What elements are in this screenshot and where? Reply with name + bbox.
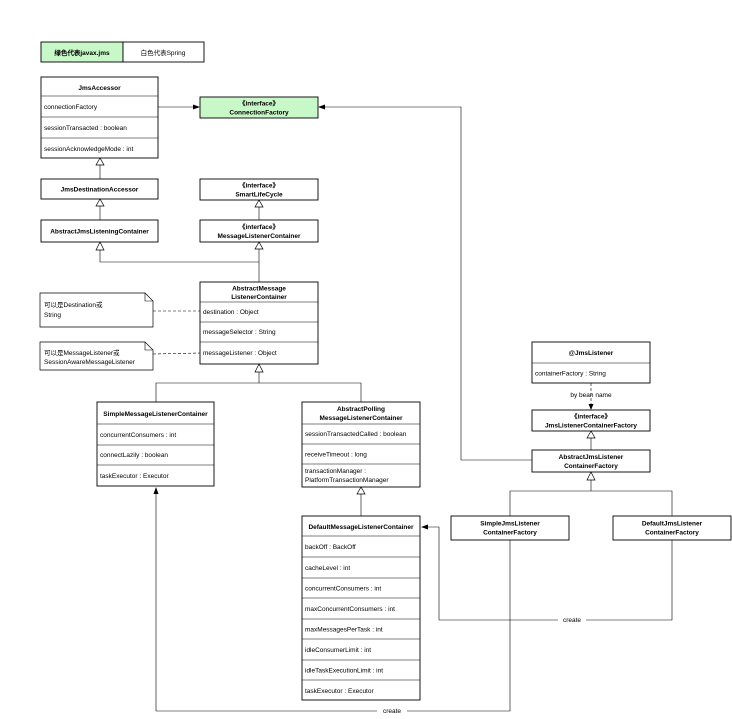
field-session-transacted: sessionTransacted : boolean (44, 125, 127, 132)
association-factory-connection-factory (324, 106, 540, 461)
field-transaction-manager-line-2: PlatformTransactionManager (305, 477, 389, 484)
inheritance-triangle-jms-accessor (95, 157, 105, 166)
note-line-1: 可以是Destination或 (44, 300, 103, 309)
class-jms-listener-container-factory[interactable]: 《interface》 JmsListenerContainerFactory (531, 409, 651, 432)
arrowhead-connection-factory (193, 104, 200, 110)
field-idle-task-execution-limit: idleTaskExecutionLimit : int (305, 668, 383, 675)
field-message-selector: messageSelector : String (203, 329, 276, 336)
class-title-line-2: ContainerFactory (564, 463, 618, 470)
label-by-bean-name: by bean name (570, 392, 612, 399)
class-title-line-1: AbstractMessage (232, 286, 286, 293)
field-session-transacted-called: sessionTransactedCalled : boolean (305, 431, 407, 438)
class-title-line-2: ContainerFactory (483, 530, 537, 537)
note-destination: 可以是Destination或 String (39, 292, 154, 328)
field-max-concurrent-consumers: maxConcurrentConsumers : int (305, 606, 395, 613)
create-default-message-listener-container (427, 526, 673, 621)
label-create-right: create (563, 617, 581, 624)
class-message-listener-container[interactable]: 《interface》 MessageListenerContainer (199, 219, 319, 243)
label-create-bottom-group: create (377, 705, 407, 716)
legend-jms-label: 绿色代表javax.jms (54, 48, 110, 57)
field-back-off: backOff : BackOff (305, 544, 356, 551)
field-connect-lazily: connectLazily : boolean (100, 452, 168, 459)
class-title-line-1: AbstractJmsListener (559, 454, 624, 461)
class-title-line-2: ListenerContainer (231, 294, 287, 301)
class-title: SmartLifeCycle (235, 192, 283, 199)
realization-triangle-jms-listener-container-factory (586, 430, 596, 439)
label-create-right-group: create (558, 614, 586, 625)
field-receive-timeout: receiveTimeout : long (305, 452, 367, 459)
note-line-1: 可以是MessageListener或 (44, 348, 120, 357)
field-cache-level: cacheLevel : int (305, 565, 350, 572)
class-title: SimpleMessageListenerContainer (103, 411, 208, 418)
inheritance-path-abstract-jms-listening-container (99, 250, 259, 263)
field-idle-consumer-limit: idleConsumerLimit : int (305, 647, 371, 654)
class-title: MessageListenerContainer (217, 233, 301, 240)
legend-spring-swatch (122, 41, 205, 63)
arrowhead-create-default-message-listener-container (421, 524, 428, 530)
class-jms-destination-accessor[interactable]: JmsDestinationAccessor (40, 178, 159, 200)
class-simple-message-listener-container[interactable]: SimpleMessageListenerContainer concurren… (96, 401, 215, 487)
class-title: AbstractJmsListeningContainer (50, 229, 149, 236)
legend-spring-label: 白色代表Spring (141, 48, 186, 57)
inheritance-triangle-smart-lifecycle (254, 199, 264, 208)
field-message-listener: messageListener : Object (203, 350, 277, 357)
inheritance-triangle-abstract-jms-listener-container-factory (586, 471, 596, 481)
connectors (95, 104, 673, 712)
stereotype-interface: 《interface》 (571, 413, 611, 421)
stereotype-interface: 《interface》 (239, 100, 279, 108)
field-concurrent-consumers: concurrentConsumers : int (100, 432, 176, 439)
class-abstract-message-listener-container[interactable]: AbstractMessage ListenerContainer destin… (199, 281, 319, 365)
class-title-line-2: ContainerFactory (645, 530, 699, 537)
class-title-line-1: SimpleJmsListener (480, 521, 540, 528)
note-message-listener: 可以是MessageListener或 SessionAwareMessageL… (39, 341, 154, 371)
field-container-factory: containerFactory : String (535, 371, 606, 378)
inheritance-path-container-subclasses (155, 382, 362, 402)
annotation-title: @JmsListener (569, 350, 614, 357)
stereotype-interface: 《interface》 (239, 223, 279, 231)
inheritance-triangle-message-listener-container (254, 241, 264, 250)
class-abstract-jms-listening-container[interactable]: AbstractJmsListeningContainer (40, 219, 159, 243)
note-line-2: String (44, 312, 61, 319)
inheritance-triangle-abstract-message-listener-container (254, 363, 264, 373)
class-default-jms-listener-container-factory[interactable]: DefaultJmsListener ContainerFactory (612, 515, 732, 541)
field-concurrent-consumers: concurrentConsumers : int (305, 586, 381, 593)
class-default-message-listener-container[interactable]: DefaultMessageListenerContainer backOff … (301, 515, 421, 701)
field-max-messages-per-task: maxMessagesPerTask : int (305, 627, 383, 634)
stereotype-interface: 《interface》 (239, 182, 279, 190)
arrowhead-factory-connection-factory (318, 104, 325, 110)
class-smart-lifecycle[interactable]: 《interface》 SmartLifeCycle (199, 178, 319, 201)
legend: 绿色代表javax.jms 白色代表Spring (40, 41, 205, 63)
class-title: JmsAccessor (78, 85, 121, 92)
note-link-message-listener (152, 352, 201, 355)
class-title: JmsListenerContainerFactory (545, 423, 637, 430)
label-create-bottom: create (383, 708, 401, 715)
class-jms-listener[interactable]: @JmsListener containerFactory : String (531, 341, 651, 384)
class-title-line-1: DefaultJmsListener (642, 521, 703, 528)
class-jms-accessor[interactable]: JmsAccessor connectionFactory sessionTra… (40, 76, 159, 159)
field-transaction-manager-line-1: transactionManager : (305, 468, 366, 475)
create-simple-message-listener-container (155, 493, 511, 712)
class-title-line-1: AbstractPolling (337, 406, 385, 413)
class-abstract-polling-message-listener-container[interactable]: AbstractPolling MessageListenerContainer… (301, 401, 421, 488)
arrowhead-jms-listener-container-factory (588, 404, 594, 410)
arrowhead-create-simple-message-listener-container (153, 487, 159, 494)
class-abstract-jms-listener-container-factory[interactable]: AbstractJmsListener ContainerFactory (531, 449, 651, 473)
field-task-executor: taskExecutor : Executor (100, 473, 169, 480)
note-line-2: SessionAwareMessageListener (44, 359, 136, 366)
class-title: DefaultMessageListenerContainer (308, 524, 414, 531)
inheritance-triangle-abstract-jms-listening-container (95, 241, 105, 251)
field-connection-factory: connectionFactory (44, 104, 98, 111)
class-title: JmsDestinationAccessor (61, 187, 139, 194)
field-destination: destination : Object (203, 309, 259, 316)
class-simple-jms-listener-container-factory[interactable]: SimpleJmsListener ContainerFactory (450, 515, 570, 541)
inheritance-triangle-abstract-polling (356, 486, 366, 495)
inheritance-path-factory-subclasses (509, 490, 673, 516)
inheritance-triangle-jms-destination-accessor (95, 198, 105, 207)
class-title: ConnectionFactory (229, 110, 289, 117)
field-task-executor: taskExecutor : Executor (305, 688, 374, 695)
class-connection-factory[interactable]: 《interface》 ConnectionFactory (199, 96, 319, 119)
class-title-line-2: MessageListenerContainer (319, 415, 403, 422)
field-session-acknowledge-mode: sessionAcknowledgeMode : int (44, 146, 133, 153)
